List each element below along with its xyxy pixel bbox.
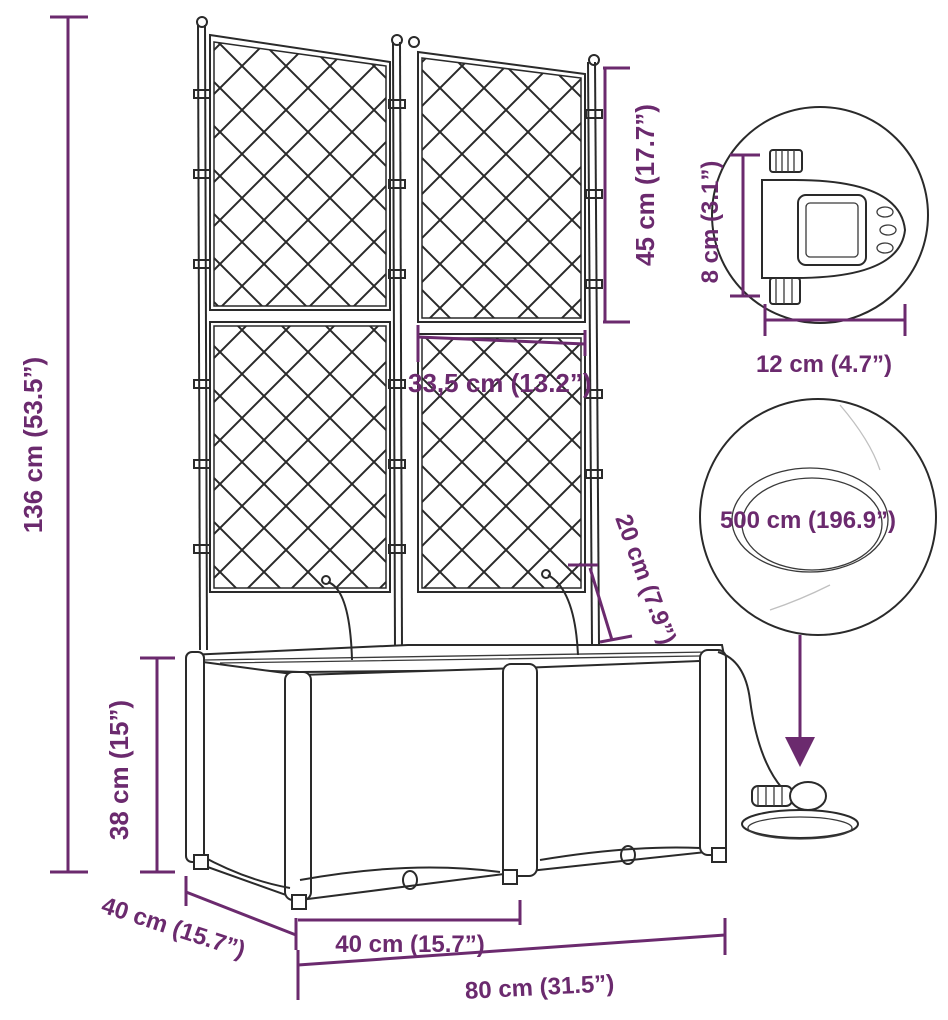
hose-detail xyxy=(699,398,937,767)
label-total-width: 80 cm (31.5”) xyxy=(464,970,615,1005)
planter xyxy=(185,569,783,910)
drip-tube-right xyxy=(547,574,579,656)
label-trellis-panel-width: 33,5 cm (13.2”) xyxy=(408,368,592,398)
trellis-panel-right-lower xyxy=(417,333,586,593)
label-trellis-panel-height: 45 cm (17.7”) xyxy=(630,104,660,266)
label-total-height: 136 cm (53.5”) xyxy=(18,357,48,533)
trellis-panel-left-upper xyxy=(209,33,391,311)
water-timer-icon xyxy=(761,149,907,305)
label-timer-width: 12 cm (4.7”) xyxy=(756,351,892,378)
label-planter-height: 38 cm (15”) xyxy=(104,700,134,840)
trellis-panel-right-upper xyxy=(417,50,586,323)
trellis-post-middle xyxy=(392,41,396,651)
hose-coil-assembly xyxy=(741,781,859,840)
planter-front-left xyxy=(299,666,521,902)
timer-detail xyxy=(711,106,929,336)
label-depth: 40 cm (15.7”) xyxy=(98,892,248,964)
label-timer-height: 8 cm (3.1”) xyxy=(697,161,724,284)
trellis-panel-left-lower xyxy=(209,321,391,593)
feed-hose xyxy=(717,651,783,789)
label-dripper-height: 20 cm (7.9”) xyxy=(609,511,681,648)
drip-tube-left xyxy=(327,581,353,661)
dimension-lines xyxy=(50,15,727,1000)
trellis-clips xyxy=(193,89,603,554)
trellis-post-left xyxy=(197,24,201,651)
label-module-width: 40 cm (15.7”) xyxy=(335,931,484,958)
trellis-post-right xyxy=(587,61,593,646)
label-hose-length: 500 cm (196.9”) xyxy=(720,507,896,534)
trellis xyxy=(193,16,603,651)
planter-front-right xyxy=(519,658,726,874)
